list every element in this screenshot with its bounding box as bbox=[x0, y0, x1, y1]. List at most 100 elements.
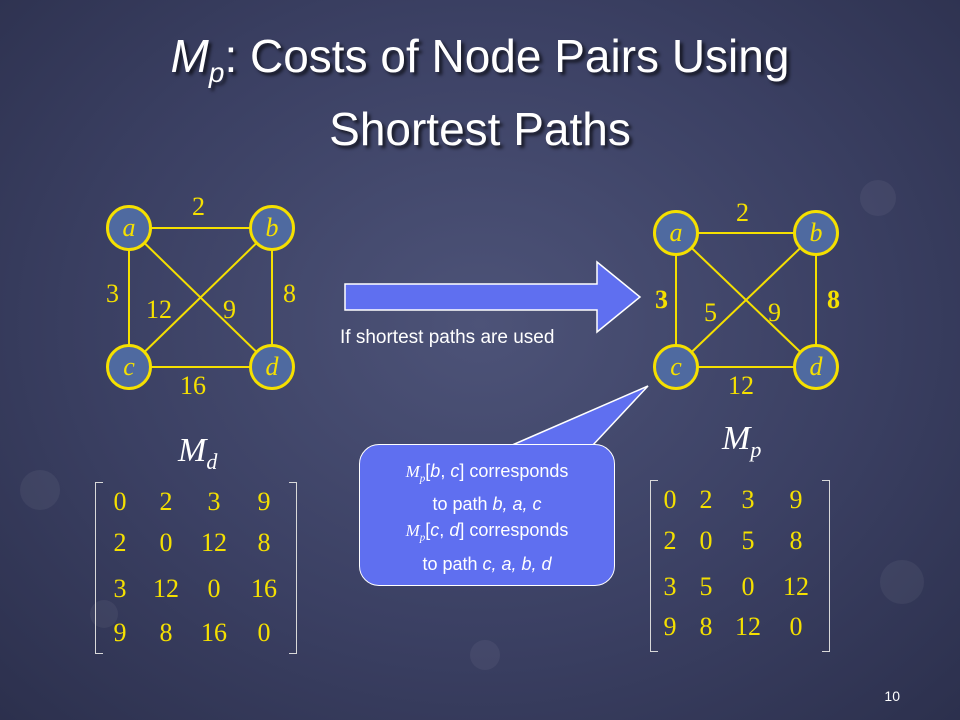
callout-line-1: Mp[b, c] corresponds bbox=[359, 458, 615, 491]
background-bubble bbox=[470, 640, 500, 670]
title-line-1: Mp: Costs of Node Pairs Using bbox=[0, 28, 960, 101]
arg-node: b bbox=[430, 461, 441, 481]
callout-box bbox=[359, 444, 615, 586]
matrix-cell: 5 bbox=[741, 526, 755, 555]
matrix-cell: 12 bbox=[153, 574, 179, 603]
right-node-c: c bbox=[653, 344, 699, 390]
matrix-cell: 3 bbox=[207, 487, 221, 516]
matrix-cell: 9 bbox=[113, 618, 127, 647]
matrix-cell: 3 bbox=[663, 572, 677, 601]
node-label: b bbox=[809, 218, 823, 247]
background-bubble bbox=[20, 470, 60, 510]
matrix-cell: 0 bbox=[789, 612, 803, 641]
left-edge-bc bbox=[128, 227, 273, 368]
background-bubble bbox=[90, 600, 118, 628]
title-text: : Costs of Node Pairs Using bbox=[224, 30, 790, 82]
matrix-cell: 8 bbox=[257, 528, 271, 557]
title-line-2: Shortest Paths bbox=[329, 103, 631, 156]
matrix-cell: 9 bbox=[257, 487, 271, 516]
slide-title: Mp: Costs of Node Pairs Using Shortest P… bbox=[0, 28, 960, 157]
left-weight-cd: 16 bbox=[180, 371, 206, 400]
matrix-cell: 9 bbox=[663, 612, 677, 641]
matrix-cell: 0 bbox=[207, 574, 221, 603]
right-weight-cd: 12 bbox=[728, 371, 754, 400]
matrix-row: 2 0 12 8 bbox=[95, 528, 297, 558]
matrix-d: 0 2 3 9 2 0 12 8 3 12 0 16 9 8 16 0 bbox=[95, 482, 297, 654]
left-weight-bd: 8 bbox=[283, 279, 296, 308]
matrix-subscript: p bbox=[419, 531, 426, 544]
matrix-p-label: Mp bbox=[722, 420, 761, 463]
node-label: a bbox=[669, 218, 683, 247]
background-bubble bbox=[880, 560, 924, 604]
matrix-row: 9 8 16 0 bbox=[95, 618, 297, 648]
left-node-d: d bbox=[249, 344, 295, 390]
matrix-row: 2 0 5 8 bbox=[650, 526, 830, 556]
matrix-cell: 2 bbox=[159, 487, 173, 516]
matrix-cell: 0 bbox=[113, 487, 127, 516]
bracket-open: [ bbox=[425, 520, 431, 541]
right-weight-bd: 8 bbox=[827, 285, 840, 314]
title-matrix-subscript: p bbox=[208, 57, 225, 89]
arrow-caption: If shortest paths are used bbox=[340, 327, 555, 348]
callout-tail bbox=[509, 385, 649, 447]
left-node-b: b bbox=[249, 205, 295, 251]
matrix-subscript: p bbox=[419, 472, 426, 485]
matrix-cell: 2 bbox=[699, 485, 713, 514]
matrix-right-bracket bbox=[822, 480, 830, 652]
callout-text-rest: ] corresponds bbox=[459, 461, 569, 481]
matrix-left-bracket bbox=[650, 480, 658, 652]
matrix-symbol: M bbox=[405, 521, 420, 541]
matrix-cell: 8 bbox=[789, 526, 803, 555]
matrix-symbol: M bbox=[722, 420, 751, 457]
callout-path: b, a, c bbox=[492, 494, 542, 515]
title-matrix-symbol: M bbox=[170, 30, 209, 82]
callout-path-prefix: to path bbox=[422, 553, 483, 574]
arg-separator: , bbox=[440, 461, 451, 481]
right-node-b: b bbox=[793, 210, 839, 256]
node-label: d bbox=[809, 352, 823, 381]
arg-node: c bbox=[450, 461, 460, 481]
matrix-cell: 0 bbox=[699, 526, 713, 555]
background-bubble bbox=[860, 180, 896, 216]
left-weight-ad: 12 bbox=[146, 295, 172, 324]
node-label: c bbox=[123, 352, 135, 381]
left-weight-ac: 3 bbox=[106, 279, 119, 308]
matrix-cell: 3 bbox=[741, 485, 755, 514]
matrix-right-bracket bbox=[289, 482, 297, 654]
callout-line-4: to path c, a, b, d bbox=[359, 551, 615, 577]
matrix-cell: 12 bbox=[735, 612, 761, 641]
left-node-c: c bbox=[106, 344, 152, 390]
matrix-cell: 8 bbox=[159, 618, 173, 647]
right-weight-ad: 5 bbox=[704, 298, 717, 327]
matrix-cell: 12 bbox=[201, 528, 227, 557]
matrix-cell: 0 bbox=[741, 572, 755, 601]
matrix-cell: 2 bbox=[663, 526, 677, 555]
matrix-cell: 0 bbox=[159, 528, 173, 557]
matrix-symbol: M bbox=[405, 462, 420, 481]
right-weight-ac: 3 bbox=[655, 285, 668, 314]
left-weight-bc: 9 bbox=[223, 295, 236, 324]
callout-matrix-ref: Mp bbox=[405, 521, 426, 543]
matrix-d-label: Md bbox=[178, 432, 217, 475]
matrix-row: 3 12 0 16 bbox=[95, 574, 297, 604]
node-label: b bbox=[265, 213, 279, 242]
matrix-cell: 3 bbox=[113, 574, 127, 603]
callout-line-2: to path b, a, c bbox=[359, 491, 615, 517]
right-node-a: a bbox=[653, 210, 699, 256]
matrix-cell: 16 bbox=[201, 618, 227, 647]
right-node-d: d bbox=[793, 344, 839, 390]
arg-separator: , bbox=[439, 520, 450, 541]
matrix-cell: 5 bbox=[699, 572, 713, 601]
callout-text: Mp[b, c] corresponds to path b, a, c Mp[… bbox=[359, 458, 615, 577]
right-weight-bc: 9 bbox=[768, 298, 781, 327]
left-node-a: a bbox=[106, 205, 152, 251]
node-label: a bbox=[122, 213, 136, 242]
matrix-row: 0 2 3 9 bbox=[650, 485, 830, 515]
matrix-row: 0 2 3 9 bbox=[95, 487, 297, 517]
bracket-open: [ bbox=[425, 461, 431, 481]
page-number: 10 bbox=[884, 688, 900, 704]
arg-node: d bbox=[449, 520, 460, 541]
matrix-subscript: p bbox=[750, 436, 762, 462]
matrix-cell: 0 bbox=[663, 485, 677, 514]
